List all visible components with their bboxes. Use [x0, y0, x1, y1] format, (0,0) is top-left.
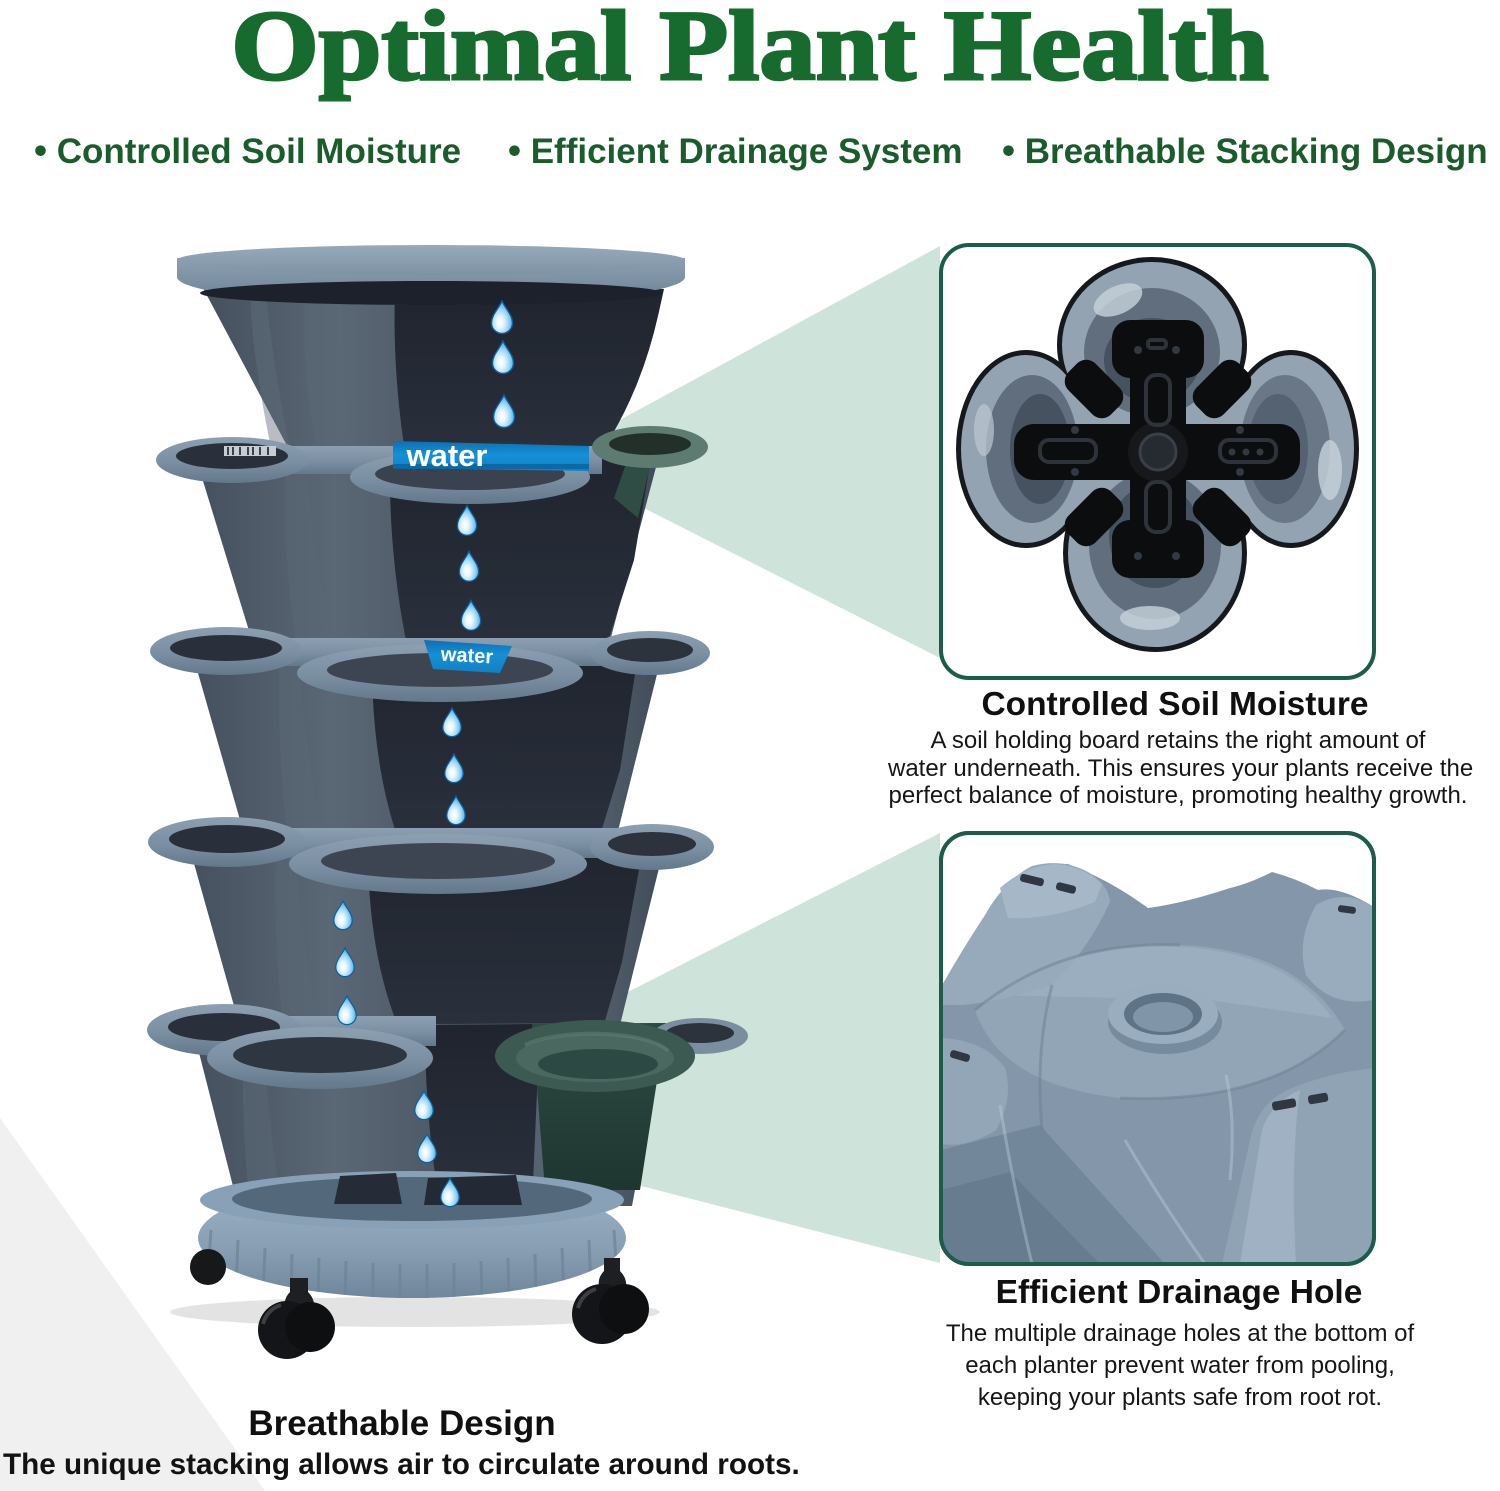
svg-text:water: water	[439, 644, 494, 669]
svg-text:water: water	[406, 438, 488, 473]
